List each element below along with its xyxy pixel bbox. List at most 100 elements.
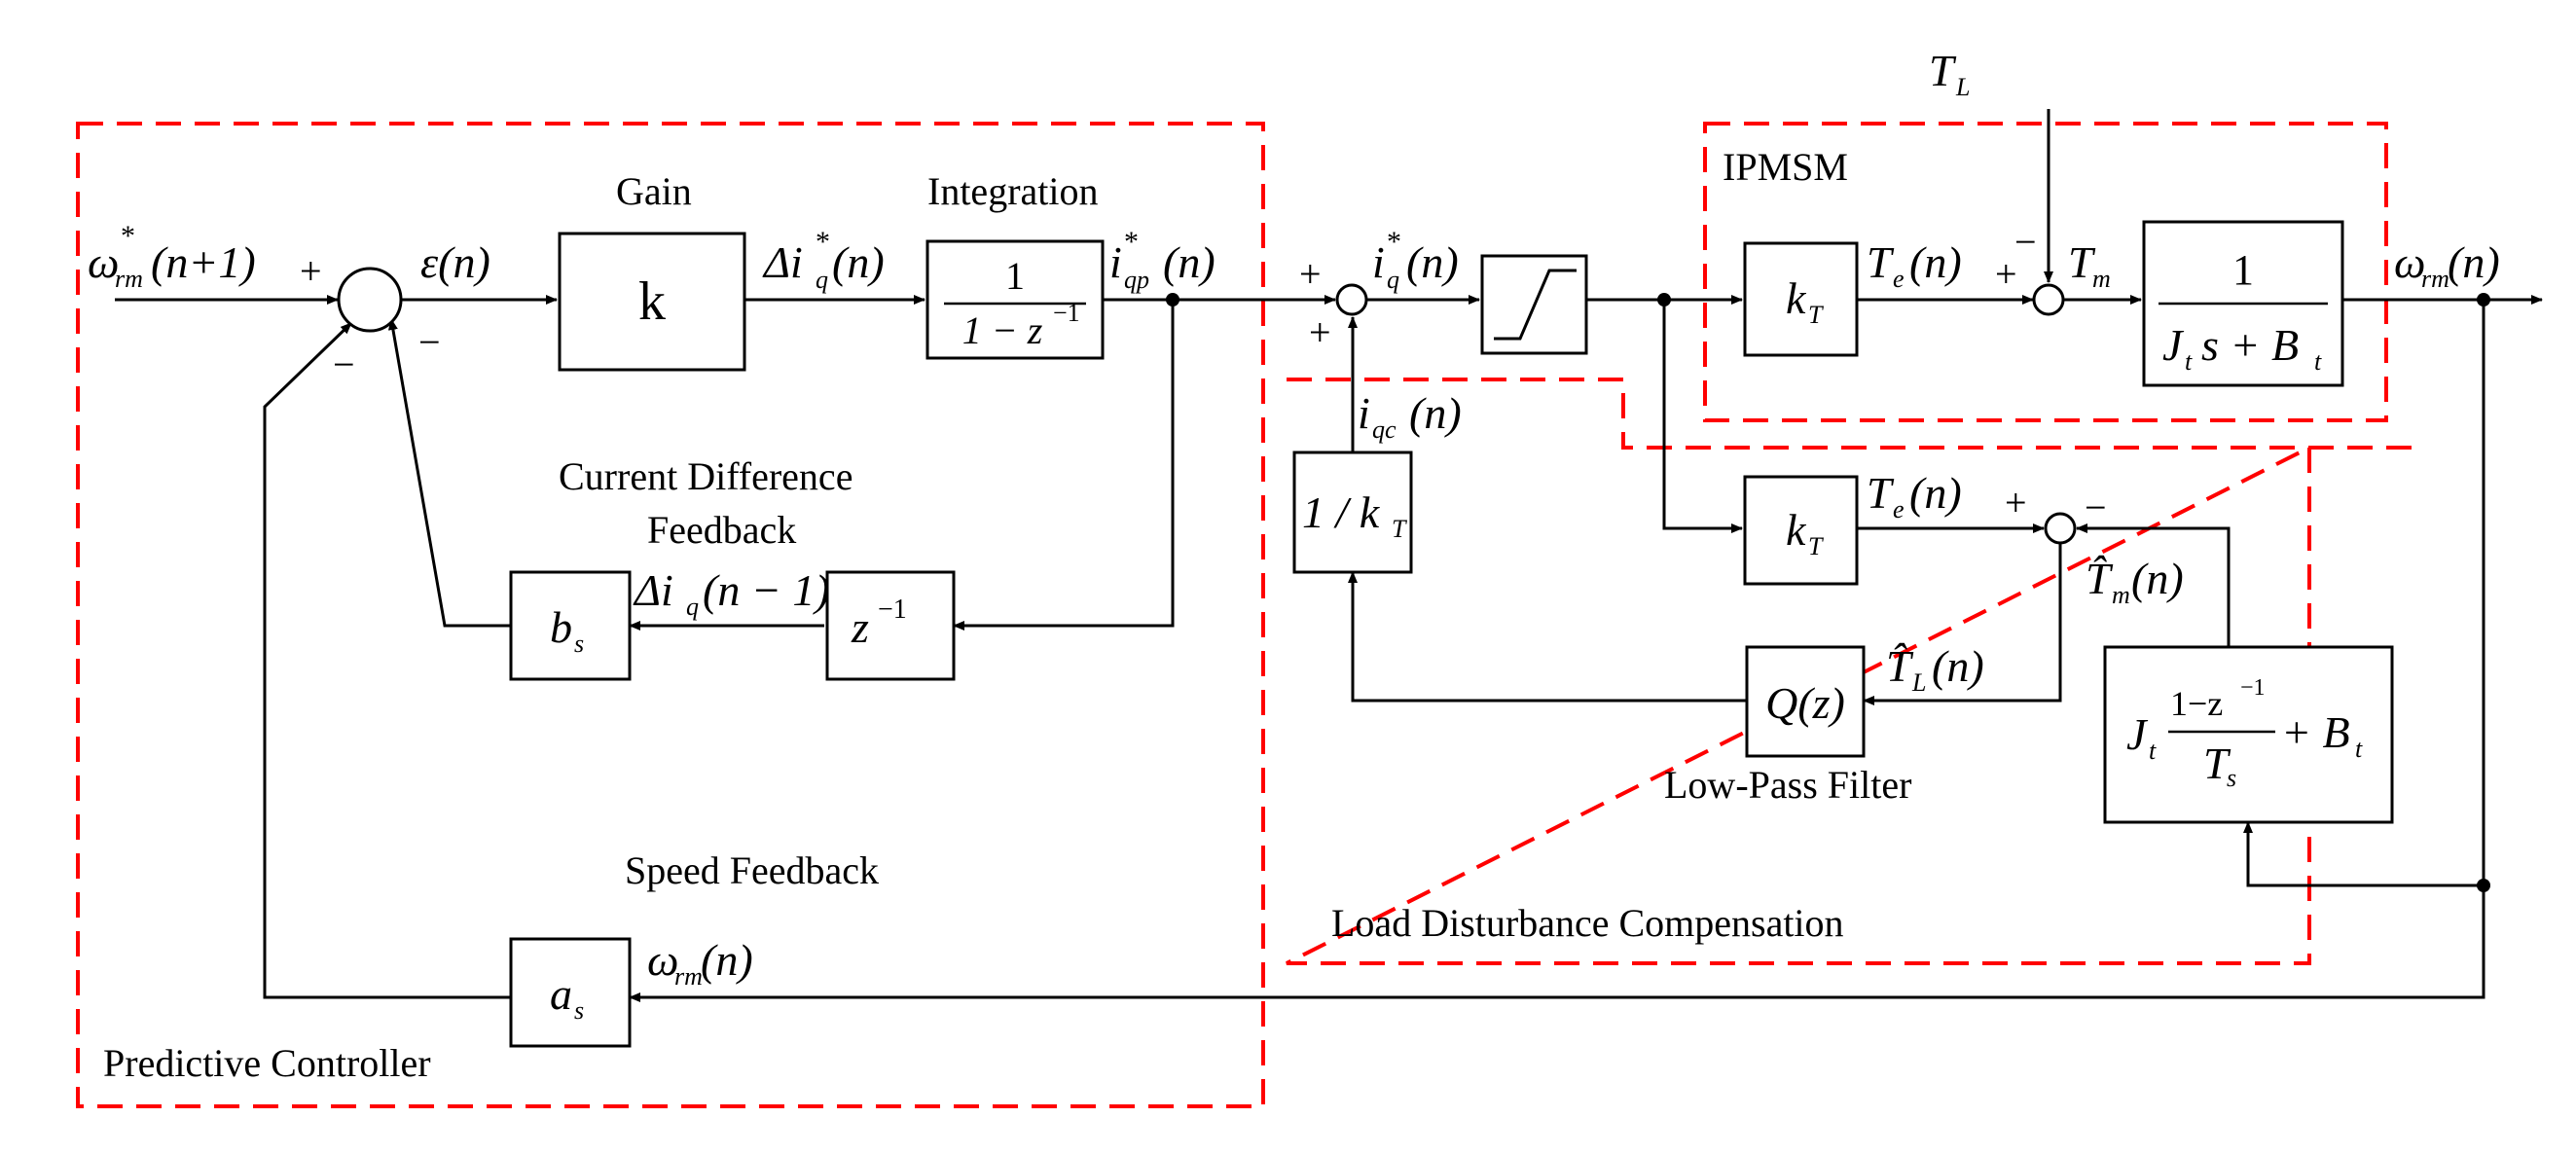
svg-text:(n+1): (n+1) <box>151 237 256 287</box>
observer-den-sub: s <box>2227 764 2236 792</box>
sum1-minus-right: − <box>418 320 441 364</box>
bs-block-text: b <box>550 602 572 652</box>
sum2-plus-bottom: + <box>1309 310 1331 354</box>
signal-iqp-star: i * qp (n) <box>1109 226 1215 294</box>
integration-den-exp: −1 <box>1053 299 1080 327</box>
bs-block-sub: s <box>574 630 584 658</box>
sum1-minus-left: − <box>333 343 355 386</box>
kt-estimator-block <box>1743 475 1859 586</box>
sum1-plus: + <box>300 249 322 293</box>
sum-junction-2 <box>1335 283 1368 316</box>
as-block-sub: s <box>574 996 584 1025</box>
signal-iqc: i qc (n) <box>1358 388 1462 444</box>
signal-te: T e (n) <box>1867 237 1962 293</box>
signal-omega-rm: ω rm (n) <box>2394 237 2500 293</box>
svg-text:T: T <box>1867 237 1895 287</box>
plant-den-b-sub: t <box>2314 347 2322 376</box>
as-block-text: a <box>550 969 572 1019</box>
signal-omega-star: ω * rm (n+1) <box>88 220 256 293</box>
svg-text:q: q <box>816 266 828 294</box>
svg-text:(n): (n) <box>1163 237 1215 287</box>
gain-label: Gain <box>616 169 692 213</box>
svg-text:*: * <box>1387 226 1401 258</box>
svg-text:(n): (n) <box>2131 554 2184 603</box>
sum-junction-4 <box>2044 512 2077 545</box>
junction-dot <box>1657 293 1671 307</box>
svg-text:(n): (n) <box>1909 237 1962 287</box>
svg-text:L: L <box>1955 73 1970 101</box>
gain-block <box>558 232 746 372</box>
q-filter-text: Q(z) <box>1765 678 1845 728</box>
feedback-label: Feedback <box>647 508 796 552</box>
observer-b-sub: t <box>2355 735 2363 763</box>
load-disturbance-compensation-label: Load Disturbance Compensation <box>1331 901 1844 945</box>
svg-text:ω: ω <box>2394 237 2425 287</box>
as-block <box>509 937 632 1048</box>
svg-text:*: * <box>816 226 830 258</box>
svg-text:*: * <box>1124 226 1139 258</box>
signal-tl-hat: T̂ L (n) <box>1886 641 1984 697</box>
plant-den-j: J <box>2162 320 2185 370</box>
integration-den: 1 − z <box>962 308 1043 352</box>
observer-den: T <box>2203 739 2231 788</box>
observer-j-sub: t <box>2149 737 2157 765</box>
junction-dot <box>2477 293 2490 307</box>
svg-text:T: T <box>1929 46 1957 95</box>
plant-den-j-sub: t <box>2185 347 2193 376</box>
integration-label: Integration <box>927 169 1099 213</box>
svg-text:T̂: T̂ <box>2086 554 2114 603</box>
predictive-controller-label: Predictive Controller <box>103 1041 431 1085</box>
svg-text:*: * <box>121 220 135 252</box>
sum4-minus: − <box>2085 486 2107 529</box>
signal-tm: T m <box>2068 237 2111 293</box>
svg-text:i: i <box>1372 237 1385 287</box>
kt-block-text: k <box>1786 273 1807 323</box>
sum-junction-3 <box>2032 283 2065 316</box>
svg-text:rm: rm <box>674 962 703 991</box>
svg-text:L: L <box>1911 668 1926 697</box>
bs-block <box>509 570 632 681</box>
kt-estimator-sub: T <box>1808 532 1824 560</box>
kt-estimator-text: k <box>1786 505 1807 555</box>
sum4-plus: + <box>2005 481 2027 524</box>
signal-tm-hat: T̂ m (n) <box>2086 554 2184 609</box>
predictive-controller-region <box>76 122 1265 1108</box>
svg-text:e: e <box>1893 265 1905 293</box>
svg-text:(n): (n) <box>1909 468 1962 518</box>
integration-num: 1 <box>1005 254 1025 298</box>
observer-plus-b: + B <box>2281 707 2350 757</box>
svg-text:m: m <box>2092 265 2111 293</box>
kt-block-sub: T <box>1808 301 1824 329</box>
svg-text:(n): (n) <box>2448 237 2500 287</box>
svg-text:ω: ω <box>647 935 678 985</box>
svg-text:rm: rm <box>115 265 143 293</box>
low-pass-filter-label: Low-Pass Filter <box>1664 763 1911 807</box>
svg-text:(n): (n) <box>1409 388 1462 438</box>
junction-dot <box>1166 293 1179 307</box>
kt-block <box>1743 241 1859 357</box>
ipmsm-region <box>1703 122 2388 422</box>
sum2-plus-left: + <box>1299 252 1322 296</box>
current-difference-label: Current Difference <box>559 454 853 498</box>
sum3-plus: + <box>1995 252 2017 296</box>
q-filter-block <box>1745 645 1866 758</box>
integration-block <box>925 239 1105 360</box>
plant-den-rest: s + B <box>2201 320 2299 370</box>
observer-block <box>2103 645 2394 824</box>
svg-text:T: T <box>2068 237 2096 287</box>
svg-text:T: T <box>1867 468 1895 518</box>
plant-num: 1 <box>2232 246 2254 294</box>
signal-delta-iq-prev: Δi q (n − 1) <box>633 565 830 621</box>
sum3-minus: − <box>2014 220 2037 264</box>
svg-text:qc: qc <box>1372 415 1397 444</box>
svg-text:(n): (n) <box>1406 237 1459 287</box>
svg-text:qp: qp <box>1124 266 1149 294</box>
junction-dot <box>2477 879 2490 892</box>
svg-text:Δi: Δi <box>762 237 803 287</box>
observer-j: J <box>2126 709 2149 759</box>
inverse-kt-block <box>1292 451 1413 574</box>
observer-num: 1−z <box>2170 684 2223 723</box>
svg-text:e: e <box>1893 495 1905 523</box>
observer-num-exp: −1 <box>2240 675 2266 701</box>
